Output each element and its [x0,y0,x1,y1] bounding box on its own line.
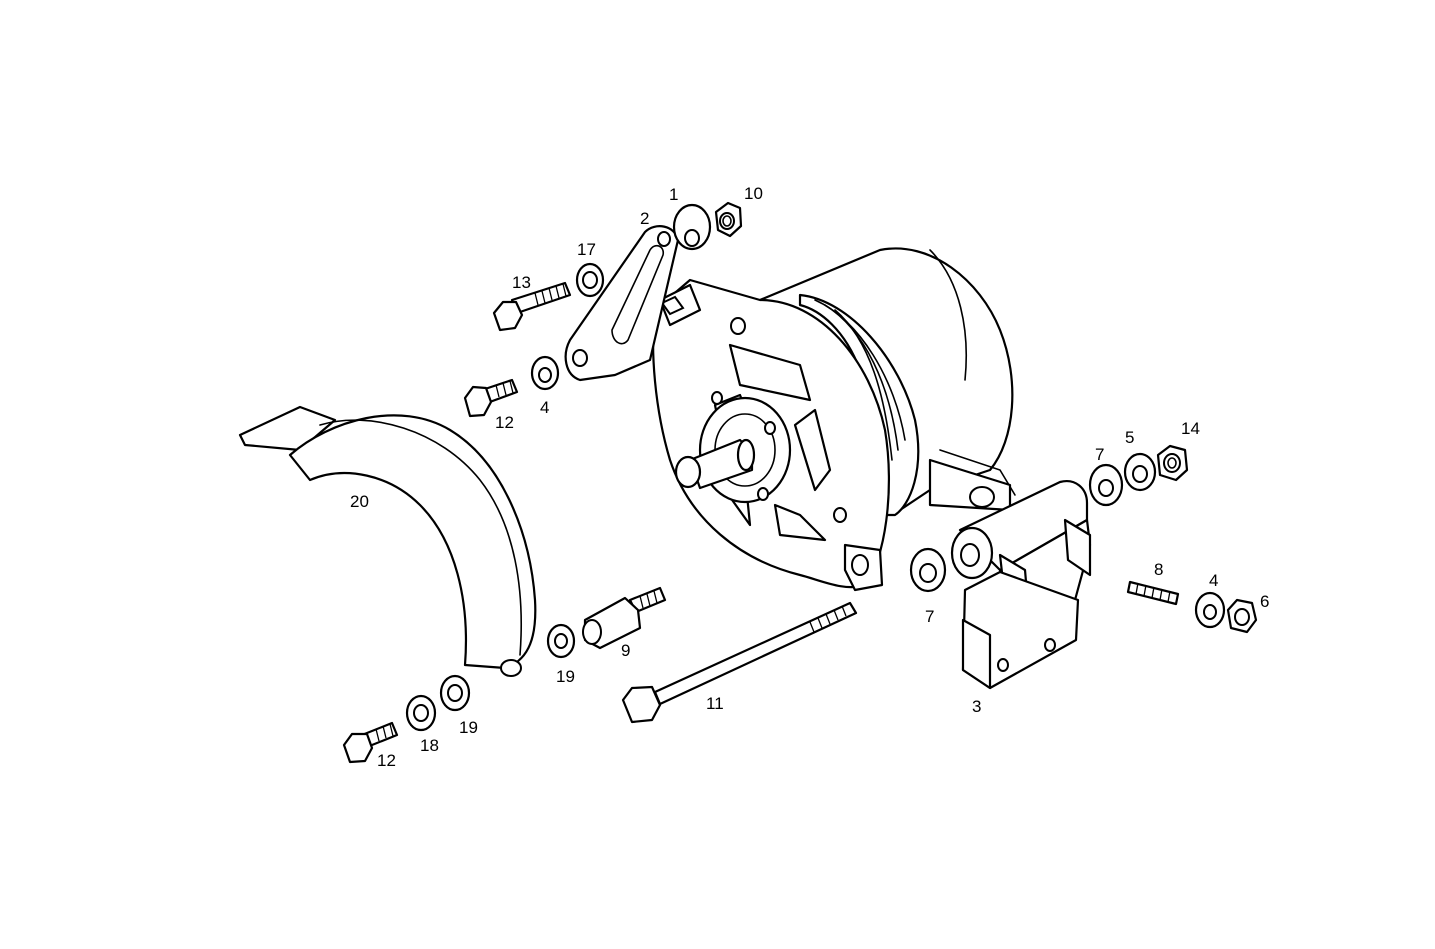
callout-8: 8 [1154,560,1163,579]
washer-part-7-lower [909,547,947,593]
callout-9: 9 [621,641,630,660]
callout-14: 14 [1181,419,1200,438]
callout-18: 18 [420,736,439,755]
washer-part-5 [1123,452,1157,492]
bolt-part-13 [492,281,572,332]
callout-labels: 1 10 2 17 13 4 12 20 7 5 14 8 4 6 7 9 19… [350,184,1269,770]
callout-4-upper: 4 [540,398,549,417]
bolt-part-12-lower [342,721,399,764]
callout-10: 10 [744,184,763,203]
bolt-part-12-upper [463,378,519,418]
callout-7-upper: 7 [1095,445,1104,464]
callout-1: 1 [669,185,678,204]
callout-6: 6 [1260,592,1269,611]
washer-part-19-lower [439,674,471,712]
nut-part-6 [1226,598,1258,634]
callout-3: 3 [972,697,981,716]
alternator [652,247,1016,592]
washer-part-17 [575,262,605,298]
callout-19-upper: 19 [556,667,575,686]
washer-part-1 [672,203,712,251]
callout-5: 5 [1125,428,1134,447]
callout-12-upper: 12 [495,413,514,432]
callout-11: 11 [706,694,724,713]
washer-part-4-upper [530,355,560,391]
callout-19-lower: 19 [459,718,478,737]
callout-20: 20 [350,492,369,511]
washer-part-19-upper [546,623,576,659]
bolt-part-11 [621,601,858,724]
washer-part-4-right [1194,591,1226,629]
callout-17: 17 [577,240,596,259]
mounting-bracket-part-3 [950,480,1092,690]
adjusting-bracket [564,225,680,382]
spacer-part-9 [582,586,667,650]
nut-part-10 [714,201,743,238]
callout-13: 13 [512,273,531,292]
callout-4-right: 4 [1209,571,1218,590]
belt-guard-part-20 [238,405,537,677]
callout-7-lower: 7 [925,607,934,626]
washer-part-18 [405,694,437,732]
stud-part-8 [1126,580,1180,606]
callout-2: 2 [640,209,649,228]
nut-part-14 [1156,444,1189,482]
callout-12-lower: 12 [377,751,396,770]
washer-part-7-upper [1088,463,1124,507]
